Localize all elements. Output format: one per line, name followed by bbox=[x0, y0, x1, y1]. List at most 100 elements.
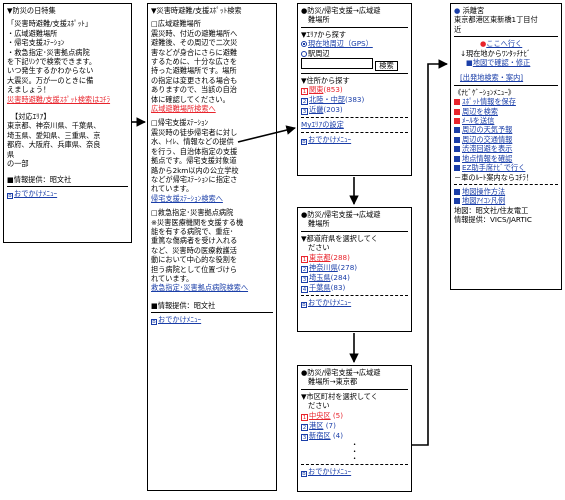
divider bbox=[301, 26, 408, 28]
arrow-screen5-to-screen6 bbox=[412, 59, 448, 446]
go-here-link[interactable]: ●ここへ行く bbox=[480, 39, 523, 49]
menu-item-send-mail[interactable]: ﾒｰﾙを送信 bbox=[454, 116, 558, 125]
menu-item-weather[interactable]: 周辺の天気予報 bbox=[454, 125, 558, 134]
info-provider: ■情報提供：昭文社 bbox=[151, 300, 216, 310]
area-line: 埼玉県、愛知県、三重県、京 bbox=[7, 130, 101, 140]
spot-name: 浜離宮 bbox=[462, 6, 485, 15]
menu-item-search-nearby[interactable]: 周辺を検索 bbox=[454, 107, 558, 116]
section-body: 動において中心的な役割を bbox=[151, 255, 238, 265]
gps-radio[interactable]: 現在地周辺（GPS） bbox=[301, 39, 408, 48]
continuation-dot: ・ bbox=[351, 453, 359, 463]
divider bbox=[454, 84, 558, 86]
screen-title: ●防災/帰宅支援→広域避 bbox=[301, 210, 381, 219]
divider bbox=[301, 463, 408, 465]
area-line: 東京都、神奈川県、千葉県、 bbox=[7, 121, 101, 131]
info-provider: ■情報提供：昭文社 bbox=[7, 174, 72, 184]
section-body: れています。 bbox=[151, 273, 194, 283]
my-area-link[interactable]: Myｴﾘｱの設定 bbox=[301, 120, 344, 130]
section-body: するために、十分な広さを bbox=[151, 57, 238, 67]
screen-title: ●防災/帰宅支援→広域避 bbox=[301, 368, 381, 377]
menu-item-car-navi[interactable]: EZ助手席ﾅﾋﾞで行く bbox=[454, 163, 558, 172]
traffic-icon bbox=[454, 136, 460, 143]
screen-spot-detail: ● 浜離宮 東京都港区東新橋1丁目付 近 ●ここへ行く ↓現在地からﾜﾝﾀｯﾁﾅ… bbox=[450, 3, 562, 290]
area-note: の一部 bbox=[7, 159, 29, 169]
screen-title: 難場所 bbox=[308, 15, 330, 25]
gps-line: ↓現在地からﾜﾝﾀｯﾁﾅﾋﾞ bbox=[460, 48, 531, 58]
screen-title: 難場所 bbox=[308, 219, 330, 229]
spot-name-row: ● 浜離宮 bbox=[454, 6, 558, 15]
station-radio[interactable]: 駅周辺 bbox=[301, 49, 408, 58]
screen-evacuation-area-search: ●防災/帰宅支援→広域避 難場所 ▼ｴﾘｱから探す 現在地周辺（GPS） 駅周辺… bbox=[297, 3, 412, 176]
car-icon bbox=[454, 165, 460, 172]
save-icon bbox=[454, 99, 460, 106]
congestion-icon bbox=[454, 146, 460, 153]
map-icon: ■ bbox=[466, 58, 473, 68]
section-body: 拠点です。帰宅支援対象道 bbox=[151, 156, 237, 166]
evacuation-site-search-link[interactable]: 広域避難場所検索へ bbox=[151, 104, 216, 114]
search-button[interactable]: 検索 bbox=[375, 61, 398, 72]
divider bbox=[151, 312, 273, 314]
divider bbox=[301, 294, 408, 296]
feature-line: ・広域避難場所 bbox=[7, 28, 58, 38]
section-body: 震災時、付近の避難場所へ bbox=[151, 28, 238, 38]
menu-item-traffic[interactable]: 周辺の交通情報 bbox=[454, 135, 558, 144]
search-icon bbox=[454, 108, 460, 115]
divider bbox=[301, 230, 408, 232]
section-body: などが帰宅ｽﾃｰｼｮﾝに指定さ bbox=[151, 174, 238, 184]
mail-icon bbox=[454, 118, 460, 125]
disaster-spot-search-link[interactable]: 災害時避難/支援ｽﾎﾟｯﾄ検索はｺﾁﾗ bbox=[7, 94, 111, 104]
info-credit: 情報提供：VICS/JARTIC bbox=[454, 215, 532, 225]
menu-icon: B bbox=[301, 470, 307, 477]
map-confirm-link[interactable]: ■地図で確認・修正 bbox=[466, 58, 531, 68]
hospital-search-link[interactable]: 救急指定･災害拠点病院検索へ bbox=[151, 283, 249, 293]
divider bbox=[301, 131, 408, 133]
info-icon bbox=[454, 155, 460, 162]
section-body: を行う、自治体指定の支援 bbox=[151, 146, 238, 156]
area-line: 県 bbox=[7, 149, 15, 159]
departure-search-link[interactable]: [出発地検索・案内] bbox=[460, 73, 524, 83]
menu-item-congestion[interactable]: 渋滞回避を表示 bbox=[454, 144, 558, 153]
feature-line: ・帰宅支援ｽﾃｰｼｮﾝ bbox=[7, 38, 65, 48]
help-icon bbox=[454, 188, 460, 195]
section-body: 害などが身合にさらに避難 bbox=[151, 47, 238, 57]
map-legend-link[interactable]: 地図ｱｲｺﾝ凡例 bbox=[454, 196, 558, 205]
municipality-subtitle: ▼市区町村を選択してく bbox=[301, 391, 378, 401]
section-body: など、災害時の医療救護活 bbox=[151, 245, 237, 255]
menu-item-point-info[interactable]: 地点情報を確認 bbox=[454, 154, 558, 163]
menu-item-save-spot[interactable]: ｽﾎﾟｯﾄ情報を保存 bbox=[454, 97, 558, 106]
radio-selected-icon bbox=[301, 41, 307, 48]
section-body: 体に確認してください。 bbox=[151, 94, 230, 104]
support-station-search-link[interactable]: 帰宅支援ｽﾃｰｼｮﾝ検索へ bbox=[151, 193, 223, 203]
menu-icon: B bbox=[301, 301, 307, 308]
map-help-link[interactable]: 地図操作方法 bbox=[454, 187, 558, 196]
spot-address: 東京都港区東新橋1丁目付 bbox=[454, 15, 538, 25]
section-body: れています。 bbox=[151, 184, 194, 194]
feature-line: を下記ﾘﾝｸで検索できます。 bbox=[7, 57, 97, 67]
section-body: の指定は変更される場合も bbox=[151, 75, 238, 85]
screen-title: ●防災/帰宅支援→広域避 bbox=[301, 6, 381, 15]
address-subtitle: ▼住所から探す bbox=[301, 76, 350, 86]
section-body: 担う病院として位置づけら bbox=[151, 264, 238, 274]
pin-icon: ● bbox=[454, 6, 461, 15]
prefecture-subtitle: ▼都道府県を選択してく bbox=[301, 233, 378, 243]
divider bbox=[301, 388, 408, 390]
section-head: □救急指定･災害拠点病院 bbox=[151, 208, 234, 218]
legend-icon bbox=[454, 198, 460, 205]
search-input[interactable] bbox=[301, 58, 373, 70]
